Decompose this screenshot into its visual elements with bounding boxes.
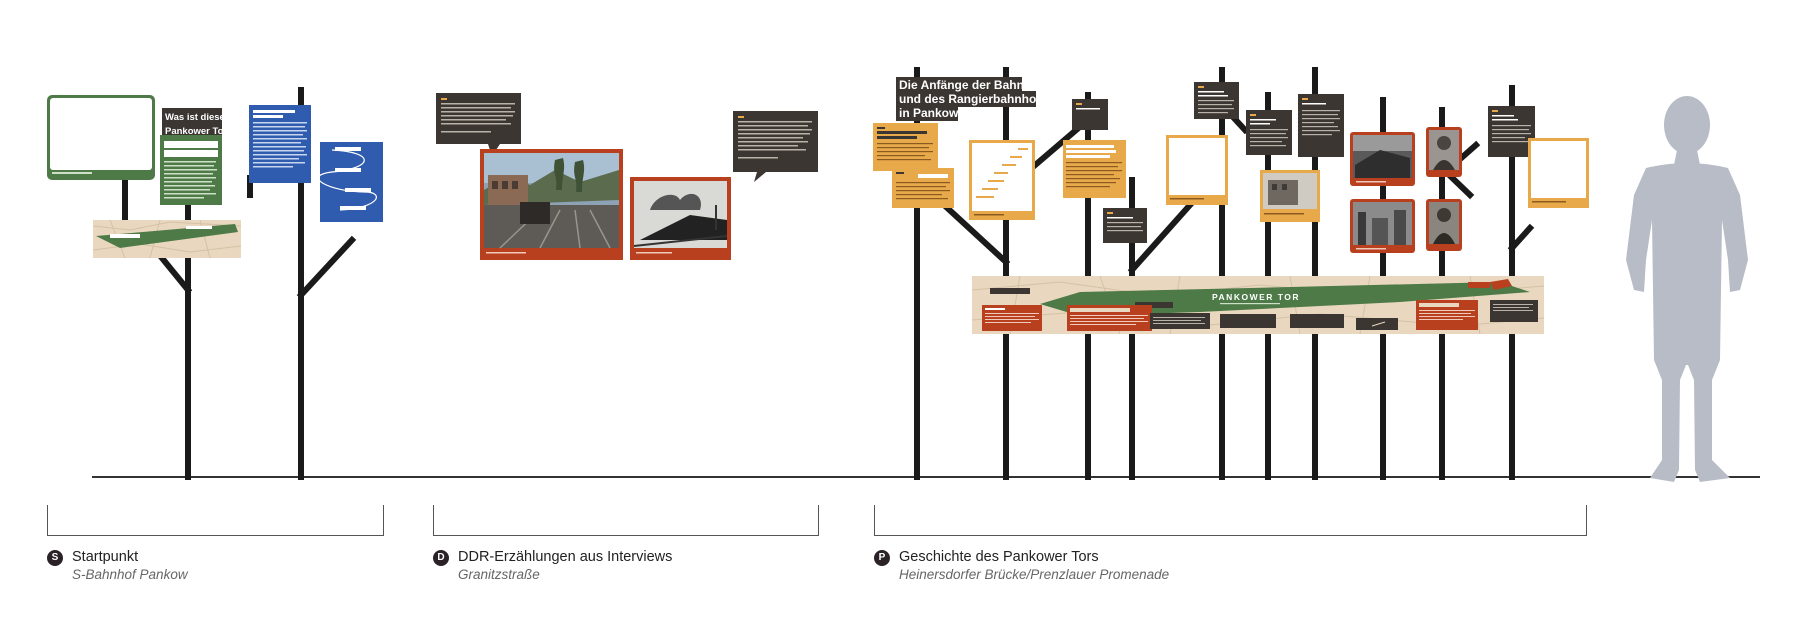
section-badge: P: [874, 550, 890, 566]
legend-bracket: [47, 505, 384, 536]
section-badge: D: [433, 550, 449, 566]
poles-start: [122, 87, 357, 480]
sign-dark-small-2: [1103, 208, 1147, 243]
intro-heading-line1: Was ist dieses: [165, 112, 230, 123]
history-heading-line2: und des Rangierbahnhofs: [899, 92, 1047, 106]
sign-overview-green: [47, 95, 155, 180]
section-title: Startpunkt: [72, 549, 139, 565]
sign-orange-frame-1: [1166, 135, 1228, 205]
section-subtitle: Granitzstraße: [458, 567, 540, 582]
legend-bracket: [874, 505, 1587, 536]
section-title: DDR-Erzählungen aus Interviews: [458, 549, 673, 565]
group-startpunkt: Was ist dieses Pankower Tor?: [47, 87, 383, 480]
section-badge: S: [47, 550, 63, 566]
sign-blue-timeline: [317, 142, 383, 222]
group-ddr: [436, 93, 818, 260]
sign-intro: Was ist dieses Pankower Tor?: [160, 108, 233, 205]
speech-bubble-icon: [436, 93, 521, 156]
sign-blue-text: [249, 105, 311, 183]
history-heading: Die Anfänge der Bahn und des Rangierbahn…: [896, 77, 1047, 121]
section-title: Geschichte des Pankower Tors: [899, 549, 1099, 565]
sign-dark-4: [1488, 106, 1535, 157]
sign-rust-portrait-2: [1426, 199, 1462, 251]
sign-rust-portrait-1: [1426, 127, 1462, 177]
speech-bubble-right: [733, 111, 818, 182]
history-heading-line1: Die Anfänge der Bahn: [899, 78, 1024, 92]
sign-dark-2: [1246, 110, 1292, 155]
sign-rust-photo-1: [1350, 132, 1415, 186]
intro-heading-line2: Pankower Tor?: [165, 126, 233, 137]
sign-orange-chart: [969, 140, 1035, 220]
group-pankower-tor: Die Anfänge der Bahn und des Rangierbahn…: [873, 67, 1589, 480]
sign-orange-text: [1063, 140, 1126, 198]
map-label: PANKOWER TOR: [1212, 292, 1300, 302]
photo-train-icon: [480, 149, 623, 260]
legend-bracket: [433, 505, 819, 536]
history-heading-line3: in Pankow: [899, 106, 959, 120]
sign-orange-frame-2: [1528, 138, 1589, 208]
photo-steam-train-icon: [630, 177, 731, 260]
map-board-pankow: PANKOWER TOR: [971, 275, 1545, 335]
sign-orange-left: [873, 123, 954, 208]
sign-dark-1: [1194, 82, 1239, 119]
human-silhouette-icon: [1626, 96, 1748, 482]
section-subtitle: S-Bahnhof Pankow: [72, 567, 188, 582]
section-subtitle: Heinersdorfer Brücke/Prenzlauer Promenad…: [899, 567, 1170, 582]
sign-dark-3: [1298, 94, 1344, 157]
sign-orange-photo: [1260, 170, 1320, 222]
site-map-icon: [92, 219, 242, 259]
sign-dark-small-1: [1072, 99, 1108, 130]
sign-rust-photo-2: [1350, 199, 1415, 253]
